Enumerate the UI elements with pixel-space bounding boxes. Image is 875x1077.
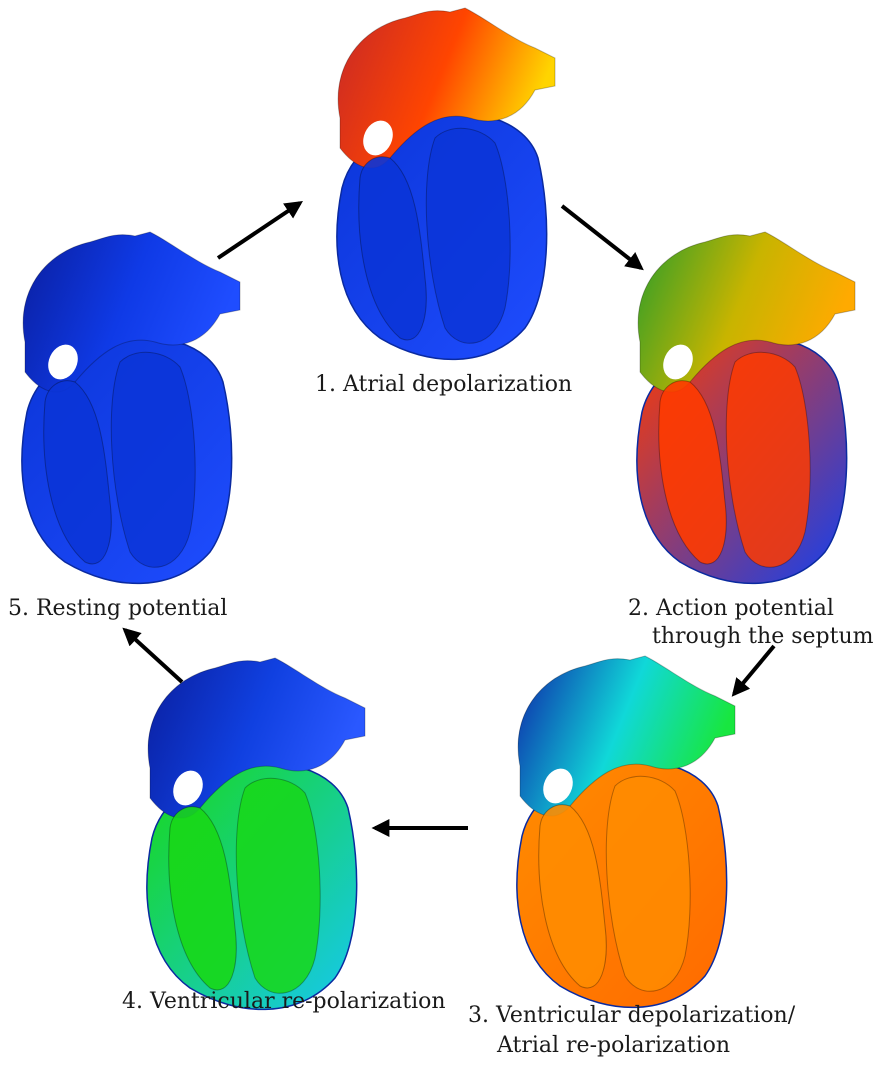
heart-ventricular-depolarization <box>517 656 735 1007</box>
heart-action-potential-septum <box>637 232 855 583</box>
caption-2-line-2: through the septum <box>652 624 874 649</box>
caption-5-line-1: 5. Resting potential <box>8 596 227 621</box>
caption-3-line-2: Atrial re-polarization <box>496 1033 730 1058</box>
arrow-5-to-1 <box>218 203 300 258</box>
heart-atrial-depolarization <box>337 8 555 359</box>
heart-resting-potential <box>22 232 240 583</box>
heart-ventricular-repolarization <box>147 658 365 1009</box>
caption-1-line-1: 1. Atrial depolarization <box>315 372 572 397</box>
caption-2-line-1: 2. Action potential <box>628 596 834 621</box>
caption-3-line-1: 3. Ventricular depolarization/ <box>468 1003 796 1028</box>
arrow-1-to-2 <box>562 206 641 268</box>
arrow-4-to-5 <box>125 630 182 682</box>
caption-4-line-1: 4. Ventricular re-polarization <box>122 989 446 1014</box>
arrow-2-to-3 <box>734 646 774 694</box>
